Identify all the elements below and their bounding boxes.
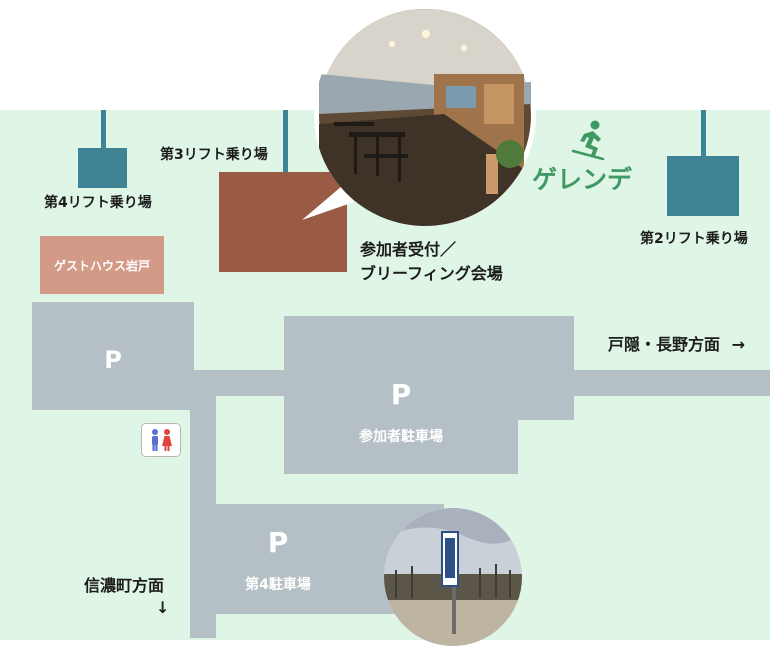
arrow-down-icon: ↓	[156, 598, 170, 617]
lift2-label: 第2リフト乗り場	[640, 231, 748, 247]
lift2-station	[667, 156, 739, 216]
parking-lot4-photo	[384, 508, 522, 646]
participant-parking-label: 参加者駐車場	[359, 429, 443, 445]
lift3-line	[283, 110, 288, 172]
parking-lot4-mark: P	[267, 526, 289, 559]
road-west-connector	[190, 370, 290, 396]
direction-shinano-label: 信濃町方面	[84, 576, 165, 595]
skier-icon	[567, 118, 607, 160]
lift2-line	[701, 110, 706, 158]
road-east	[574, 370, 770, 396]
guesthouse-building: ゲストハウス岩戸	[40, 236, 164, 294]
arrow-right-icon: →	[731, 335, 745, 354]
parking-lot4-label: 第4駐車場	[245, 577, 311, 593]
guesthouse-label: ゲストハウス岩戸	[53, 258, 150, 273]
direction-togakushi-label: 戸隠・長野方面	[608, 335, 721, 354]
parking-lot-west	[32, 302, 194, 410]
participant-parking-lower	[284, 420, 518, 474]
participant-parking-mark: P	[390, 378, 412, 411]
parking-west-mark: P	[104, 346, 122, 374]
road-south-vertical	[190, 396, 216, 638]
reception-interior-photo	[314, 4, 536, 226]
photo-pointer	[296, 176, 356, 224]
slope-label: ゲレンデ	[532, 165, 633, 194]
direction-togakushi: 戸隠・長野方面 →	[608, 331, 745, 355]
participant-parking-upper	[284, 316, 574, 420]
reception-label-line2: ブリーフィング会場	[360, 264, 503, 283]
lift3-label: 第3リフト乗り場	[160, 147, 268, 163]
reception-label-line1: 参加者受付／	[360, 240, 457, 259]
restroom-icon	[141, 423, 181, 457]
reception-building	[219, 172, 347, 272]
lift4-line	[101, 110, 106, 150]
lift4-label: 第4リフト乗り場	[44, 195, 152, 211]
lift4-station	[78, 148, 127, 188]
